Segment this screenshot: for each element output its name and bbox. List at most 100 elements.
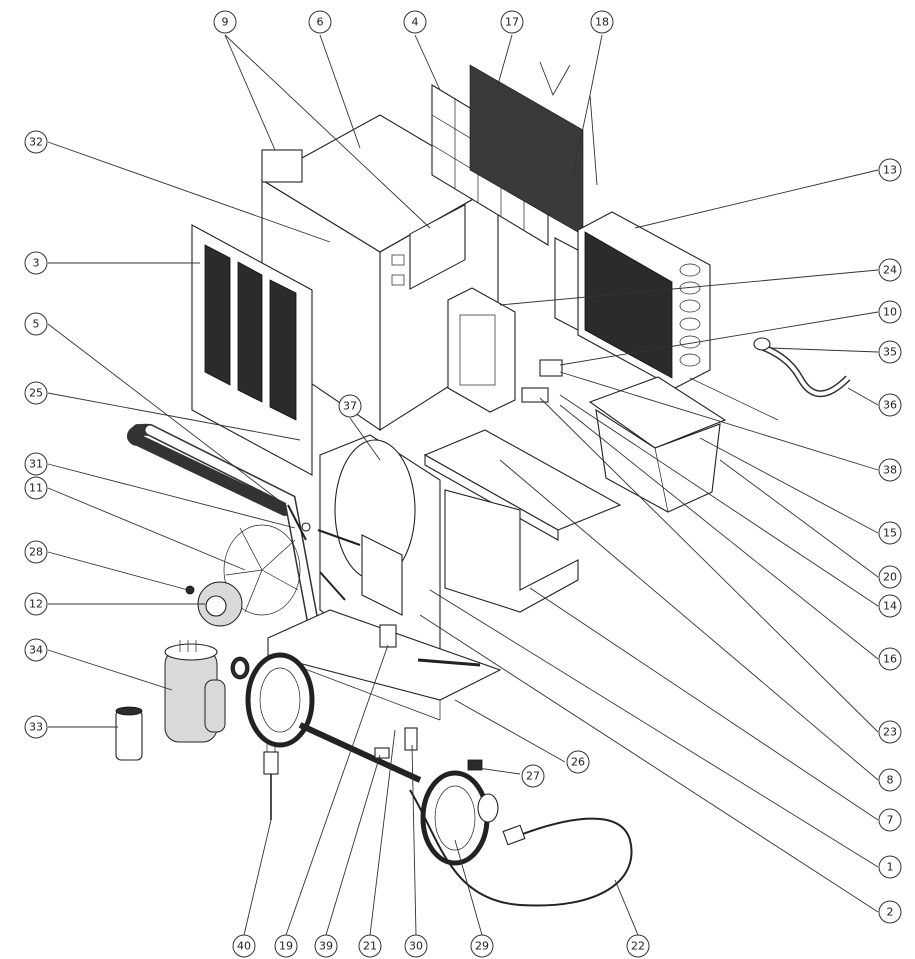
bracket — [261, 149, 303, 183]
callout-38: 38 — [878, 458, 902, 482]
callout-34: 34 — [24, 638, 48, 662]
callout-26: 26 — [566, 750, 590, 774]
callout-13: 13 — [878, 158, 902, 182]
svg-text:20: 20 — [883, 571, 897, 584]
callout-17: 17 — [500, 10, 524, 34]
callout-3: 3 — [24, 251, 48, 275]
callout-27: 27 — [521, 764, 545, 788]
svg-text:8: 8 — [887, 774, 894, 787]
shroud-box — [447, 287, 516, 413]
callout-30: 30 — [404, 934, 428, 958]
drip-tray-side — [424, 454, 559, 541]
callout-37: 37 — [338, 394, 362, 418]
callout-31: 31 — [24, 452, 48, 476]
callout-24: 24 — [878, 258, 902, 282]
leader-lines — [47, 34, 879, 936]
chassis — [267, 609, 502, 701]
callout-28: 28 — [24, 540, 48, 564]
svg-text:7: 7 — [887, 814, 894, 827]
screw — [185, 585, 195, 595]
svg-text:26: 26 — [571, 756, 585, 769]
coil-plate — [554, 237, 579, 331]
svg-text:27: 27 — [526, 770, 540, 783]
svg-text:23: 23 — [883, 726, 897, 739]
hose-fitting — [753, 337, 771, 351]
callout-4: 4 — [403, 10, 427, 34]
svg-text:18: 18 — [595, 16, 609, 29]
callout-40: 40 — [232, 934, 256, 958]
svg-text:25: 25 — [29, 387, 43, 400]
svg-text:3: 3 — [33, 257, 40, 270]
callout-35: 35 — [878, 340, 902, 364]
callout-22: 22 — [626, 934, 650, 958]
svg-text:6: 6 — [317, 16, 324, 29]
svg-text:5: 5 — [33, 318, 40, 331]
grille-louvers — [204, 244, 297, 421]
callout-16: 16 — [878, 647, 902, 671]
callout-23: 23 — [878, 720, 902, 744]
callout-32: 32 — [24, 130, 48, 154]
svg-text:37: 37 — [343, 400, 357, 413]
callout-5: 5 — [24, 312, 48, 336]
svg-text:33: 33 — [29, 721, 43, 734]
svg-text:24: 24 — [883, 264, 897, 277]
svg-text:40: 40 — [237, 940, 251, 953]
fan-plate — [361, 534, 403, 616]
callout-7: 7 — [878, 808, 902, 832]
svg-text:12: 12 — [29, 598, 43, 611]
callout-8: 8 — [878, 768, 902, 792]
leg — [404, 727, 418, 751]
svg-text:2: 2 — [887, 906, 894, 919]
switch-bracket — [521, 387, 549, 403]
callout-21: 21 — [358, 934, 382, 958]
callout-19: 19 — [274, 934, 298, 958]
callout-12: 12 — [24, 592, 48, 616]
svg-text:30: 30 — [409, 940, 423, 953]
callout-39: 39 — [314, 934, 338, 958]
pressure-switch — [263, 742, 279, 820]
svg-text:4: 4 — [412, 16, 419, 29]
svg-text:9: 9 — [222, 16, 229, 29]
callout-10: 10 — [878, 300, 902, 324]
wheel-left — [245, 652, 315, 748]
bucket-rim — [588, 376, 727, 449]
svg-text:38: 38 — [883, 464, 897, 477]
base-pan — [444, 489, 579, 613]
callout-6: 6 — [308, 10, 332, 34]
svg-text:21: 21 — [363, 940, 377, 953]
svg-text:10: 10 — [883, 306, 897, 319]
capacitor — [115, 706, 143, 761]
clip — [467, 759, 483, 771]
svg-text:1: 1 — [887, 861, 894, 874]
svg-text:34: 34 — [29, 644, 43, 657]
callout-9: 9 — [213, 10, 237, 34]
svg-text:36: 36 — [883, 399, 897, 412]
svg-text:11: 11 — [29, 482, 43, 495]
svg-text:39: 39 — [319, 940, 333, 953]
svg-text:22: 22 — [631, 940, 645, 953]
callout-1: 1 — [878, 855, 902, 879]
svg-text:35: 35 — [883, 346, 897, 359]
power-cord — [409, 789, 633, 907]
svg-text:19: 19 — [279, 940, 293, 953]
callout-2: 2 — [878, 900, 902, 924]
svg-text:17: 17 — [505, 16, 519, 29]
callout-36: 36 — [878, 393, 902, 417]
svg-text:16: 16 — [883, 653, 897, 666]
svg-text:15: 15 — [883, 527, 897, 540]
callout-15: 15 — [878, 521, 902, 545]
svg-text:28: 28 — [29, 546, 43, 559]
svg-text:14: 14 — [883, 600, 897, 613]
callout-29: 29 — [470, 934, 494, 958]
switch — [539, 359, 563, 377]
callout-33: 33 — [24, 715, 48, 739]
callout-18: 18 — [590, 10, 614, 34]
relay — [379, 624, 397, 648]
callout-14: 14 — [878, 594, 902, 618]
parts-drawing — [115, 64, 851, 907]
callouts: 9 6 4 17 18 32 3 5 25 31 11 28 12 34 33 … — [24, 10, 902, 958]
compressor — [164, 640, 226, 743]
probe-rod — [689, 377, 779, 421]
callout-25: 25 — [24, 381, 48, 405]
